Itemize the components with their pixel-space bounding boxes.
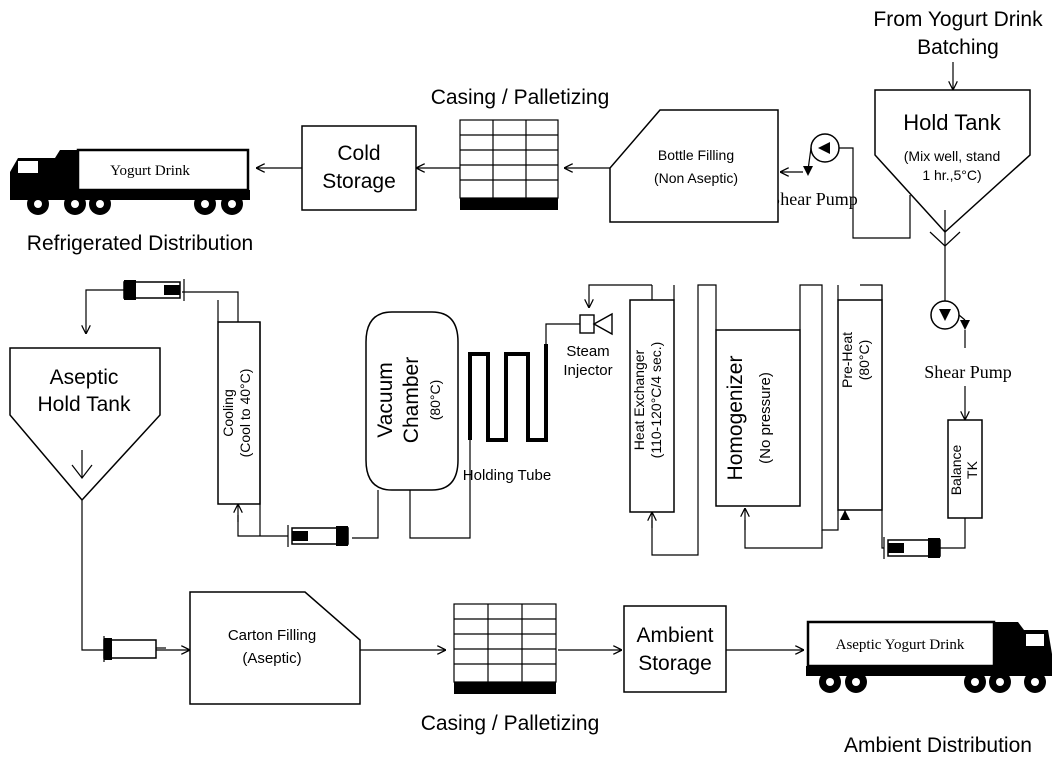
holding-tube-label: Holding Tube: [463, 467, 551, 484]
hold-tank-note-1: (Mix well, stand: [904, 148, 1000, 164]
holding-tube-icon: [468, 344, 548, 442]
positive-pump-2-icon: [287, 525, 349, 547]
pallet-top-icon: [459, 119, 559, 210]
bottle-filling-label-2: (Non Aseptic): [654, 170, 738, 186]
shear-pump-right-label: Shear Pump: [924, 362, 1012, 382]
homogenizer-label-1: Homogenizer: [724, 356, 747, 481]
cold-storage-label-1: Cold: [337, 142, 380, 165]
aseptic-hold-tank-label-1: Aseptic: [50, 366, 119, 389]
steam-injector-icon: [579, 312, 613, 336]
cooling-label-2: (Cool to 40°C): [237, 369, 253, 458]
aseptic-hold-tank: [9, 347, 161, 502]
bottle-filling: [609, 109, 779, 223]
hold-tank-label: Hold Tank: [903, 110, 1001, 135]
positive-pump-3-icon: [123, 279, 185, 301]
bottle-filling-label-1: Bottle Filling: [658, 147, 734, 163]
ambient-distribution-label: Ambient Distribution: [844, 734, 1032, 757]
heat-exchanger-label-2: (110-120°C/4 sec.): [648, 342, 664, 459]
balance-tank-label-1: Balance: [948, 444, 964, 495]
positive-pump-4-icon: [103, 636, 166, 662]
cold-storage-label-2: Storage: [322, 170, 396, 193]
preheat-exchanger: [837, 299, 883, 511]
balance-tank-label-2: TK: [964, 460, 980, 479]
homogenizer-label-2: (No pressure): [757, 372, 774, 464]
homogenizer: [715, 329, 801, 507]
positive-pump-1-icon: [883, 537, 941, 559]
source-label-line1: From Yogurt Drink: [873, 8, 1043, 31]
cooling-label-1: Cooling: [220, 389, 236, 436]
balance-tank: [947, 419, 983, 519]
vacuum-chamber-label-3: (80°C): [427, 380, 443, 421]
preheat-label-2: (80°C): [856, 340, 872, 381]
heat-exchanger-label-1: Heat Exchanger: [631, 349, 647, 450]
carton-filling: [189, 591, 361, 705]
recirculation-line: [838, 147, 911, 239]
source-label-line2: Batching: [917, 36, 999, 59]
truck-top-label: Yogurt Drink: [110, 163, 190, 179]
carton-filling-label-2: (Aseptic): [242, 650, 301, 667]
vacuum-chamber-label-1: Vacuum: [374, 362, 397, 437]
casing-bottom-label: Casing / Palletizing: [421, 712, 600, 735]
ambient-storage: [623, 605, 727, 693]
aseptic-hold-tank-label-2: Hold Tank: [37, 393, 131, 416]
casing-top-label: Casing / Palletizing: [431, 86, 610, 109]
pallet-bottom-icon: [453, 603, 557, 694]
ambient-storage-label-1: Ambient: [636, 624, 713, 647]
ambient-truck-icon: [806, 620, 1052, 693]
carton-filling-label-1: Carton Filling: [228, 627, 316, 644]
refrigerated-truck-icon: [10, 148, 250, 215]
vacuum-chamber-label-2: Chamber: [400, 357, 423, 443]
cold-storage: [301, 125, 417, 211]
preheat-label-1: Pre-Heat: [839, 332, 855, 388]
vacuum-chamber: [365, 311, 459, 491]
shear-pump-top-label: Shear Pump: [770, 189, 858, 209]
truck-bottom-label: Aseptic Yogurt Drink: [836, 637, 965, 653]
hold-tank: [874, 89, 1031, 234]
steam-injector-label-2: Injector: [563, 362, 612, 379]
steam-injector-label-1: Steam: [566, 343, 609, 360]
refrigerated-distribution-label: Refrigerated Distribution: [27, 232, 253, 255]
ambient-storage-label-2: Storage: [638, 652, 712, 675]
hold-tank-note-2: 1 hr.,5°C): [922, 167, 981, 183]
